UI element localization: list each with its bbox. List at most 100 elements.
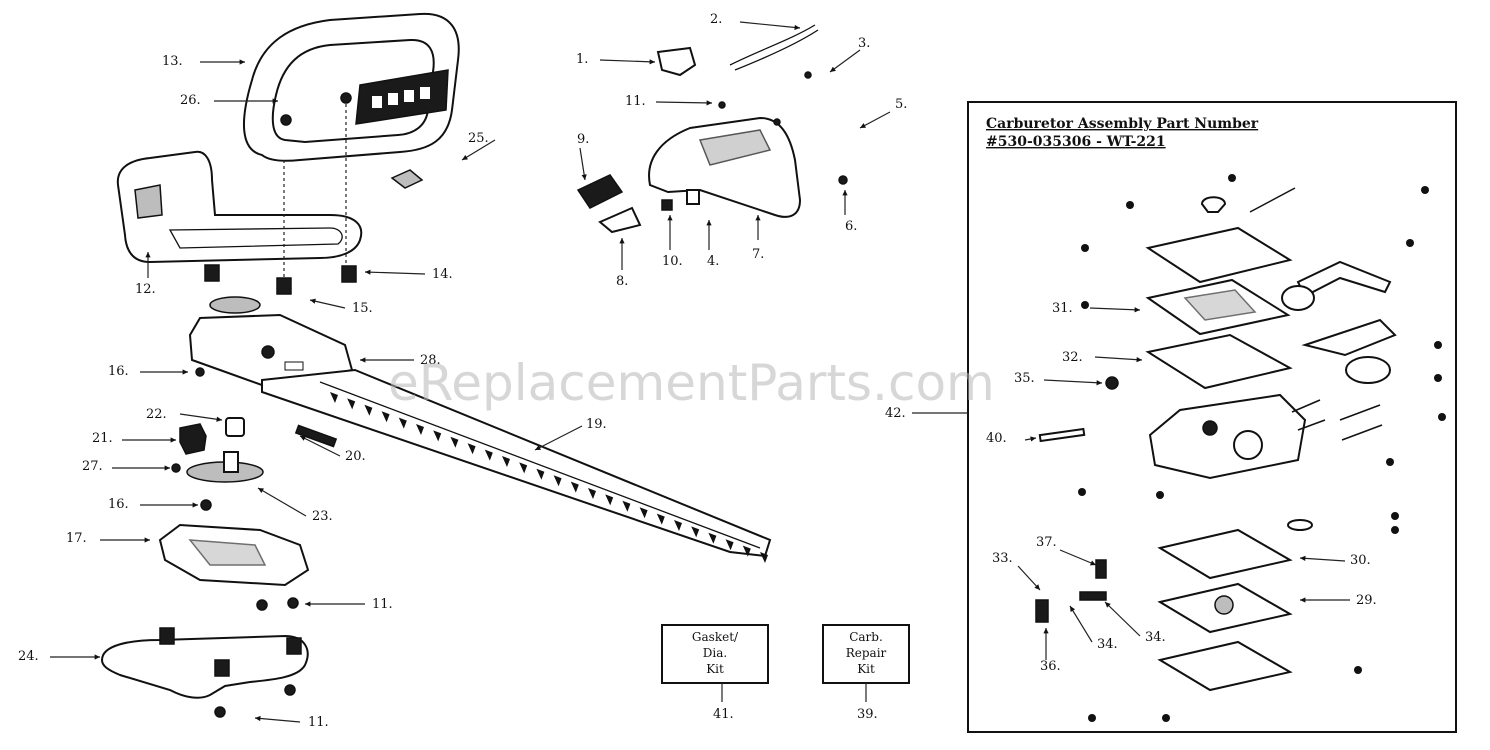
leader-arrowhead — [310, 298, 316, 304]
reference-dot — [1391, 526, 1399, 534]
leader-arrowhead — [239, 59, 245, 65]
leader-arrowhead — [842, 190, 848, 196]
leader-arrowhead — [144, 537, 150, 543]
leader-arrowhead — [192, 502, 198, 508]
callout-8: 8. — [616, 274, 628, 289]
leader-arrowhead — [300, 436, 306, 441]
leader-arrowhead — [667, 215, 673, 221]
hedge-blade — [261, 368, 772, 563]
rear-handle-frame — [116, 150, 363, 264]
leader-lines — [50, 21, 1350, 723]
gear-parts — [171, 417, 264, 511]
leader-arrowhead — [755, 215, 761, 221]
leader-arrowhead — [706, 100, 712, 106]
callout-9: 9. — [577, 132, 589, 147]
callout-25: 25. — [468, 131, 489, 146]
callout-13: 13. — [162, 54, 183, 69]
reference-dot — [1081, 301, 1089, 309]
callout-2: 2. — [710, 12, 722, 27]
reference-dot — [1354, 666, 1362, 674]
leader-line — [1059, 549, 1097, 566]
mounts — [204, 104, 357, 314]
leader-arrowhead — [1043, 628, 1049, 634]
leader-line — [655, 101, 713, 104]
leader-line — [739, 21, 801, 29]
leader-line — [299, 435, 341, 457]
watermark: eReplacementParts.com — [388, 354, 995, 412]
callout-16b: 16. — [108, 497, 129, 512]
leader-arrowhead — [649, 59, 655, 65]
leader-line — [859, 111, 891, 129]
leader-arrowhead — [305, 601, 311, 607]
reference-dot — [1434, 374, 1442, 382]
repair-kit-line2: Repair — [846, 646, 887, 660]
repair-kit-line3: Kit — [857, 662, 875, 676]
gasket-kit-ref: 41. — [713, 707, 734, 722]
callout-14: 14. — [432, 267, 453, 282]
leader-arrowhead — [145, 252, 151, 258]
leader-line — [1094, 356, 1143, 361]
leader-line — [461, 139, 496, 161]
reference-dot — [1228, 174, 1236, 182]
gasket-kit-line2: Dia. — [703, 646, 727, 660]
leader-arrowhead — [619, 238, 625, 244]
leader-arrowhead — [255, 715, 261, 722]
gasket-kit-line1: Gasket/ — [692, 630, 739, 644]
callout-17: 17. — [66, 531, 87, 546]
bottom-guard — [100, 627, 309, 718]
leader-line — [309, 299, 346, 309]
callout-11a: 11. — [372, 597, 393, 612]
reference-dot — [1391, 512, 1399, 520]
callout-6: 6. — [845, 219, 857, 234]
gasket-kit-box: Gasket/ Dia. Kit 41. — [661, 624, 769, 722]
leader-arrowhead — [1136, 357, 1142, 363]
callout-15: 15. — [352, 301, 373, 316]
callout-40: 40. — [986, 431, 1007, 446]
leader-arrowhead — [794, 24, 800, 31]
callout-27: 27. — [82, 459, 103, 474]
carb-title-line1: Carburetor Assembly Part Number — [986, 116, 1259, 132]
reference-dot — [1126, 201, 1134, 209]
callout-31: 31. — [1052, 301, 1073, 316]
leader-arrowhead — [182, 369, 188, 375]
callout-30: 30. — [1350, 553, 1371, 568]
callout-37: 37. — [1036, 535, 1057, 550]
callout-12: 12. — [135, 282, 156, 297]
leader-line — [1089, 307, 1141, 311]
reference-dot — [1156, 491, 1164, 499]
leader-line — [257, 487, 307, 517]
reference-dot — [1078, 488, 1086, 496]
reference-dot — [1438, 413, 1446, 421]
leader-line — [364, 271, 426, 275]
reference-dot — [1434, 341, 1442, 349]
throttle-assembly — [390, 24, 848, 234]
leader-arrowhead — [1030, 436, 1036, 442]
leader-line — [599, 59, 656, 63]
leader-line — [829, 49, 861, 73]
leader-arrowhead — [1070, 606, 1076, 612]
reference-dot — [1421, 186, 1429, 194]
callout-3: 3. — [858, 36, 870, 51]
leader-arrowhead — [1300, 555, 1306, 561]
leader-line — [1299, 557, 1346, 562]
callout-34a: 34. — [1145, 630, 1166, 645]
reference-dot — [1088, 714, 1096, 722]
callout-23: 23. — [312, 509, 333, 524]
leader-arrowhead — [1096, 380, 1102, 386]
callout-5: 5. — [895, 97, 907, 112]
leader-arrowhead — [1090, 560, 1096, 566]
leader-line — [1104, 601, 1141, 637]
leader-arrowhead — [581, 174, 587, 180]
leader-line — [1017, 565, 1041, 591]
callout-24: 24. — [18, 649, 39, 664]
callout-20: 20. — [345, 449, 366, 464]
front-handle — [243, 12, 460, 162]
leader-arrowhead — [94, 654, 100, 660]
repair-kit-line1: Carb. — [849, 630, 883, 644]
repair-kit-box: Carb. Repair Kit 39. — [822, 624, 910, 722]
callout-11c: 11. — [625, 94, 646, 109]
callout-34b: 34. — [1097, 637, 1118, 652]
carb-title-line2: #530-035306 - WT-221 — [986, 134, 1166, 150]
leader-arrowhead — [164, 465, 170, 471]
